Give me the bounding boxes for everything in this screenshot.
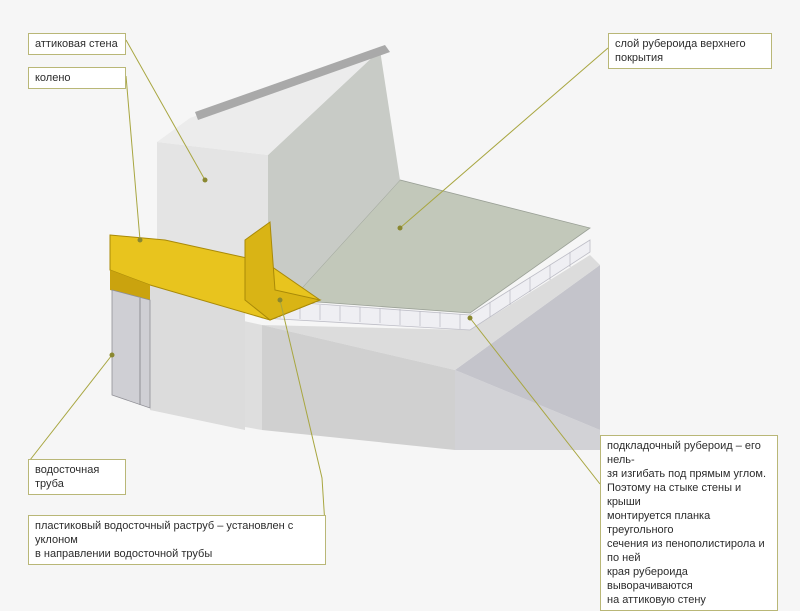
- base-slab-front: [455, 370, 600, 450]
- dot-knee: [137, 237, 143, 243]
- drainpipe-body: [111, 289, 151, 409]
- dot-attic-wall: [202, 177, 208, 183]
- dot-drainpipe: [109, 352, 115, 358]
- leader-lines: [29, 39, 609, 526]
- leader-attic-wall: [125, 39, 206, 181]
- leader-underlay: [469, 317, 601, 485]
- leader-drainpipe: [29, 354, 113, 461]
- insulation-hatch: [279, 252, 571, 329]
- parapet-top: [157, 50, 380, 155]
- lower-block-right: [262, 325, 455, 450]
- label-knee: колено: [28, 67, 126, 89]
- funnel-side: [244, 221, 322, 321]
- label-attic-wall: аттиковая стена: [28, 33, 126, 55]
- parapet-cap: [195, 45, 390, 120]
- roof-parapet-diagram: [29, 39, 609, 526]
- leader-knee: [125, 75, 141, 241]
- leader-top-membrane: [399, 47, 609, 229]
- base-slab-side: [455, 265, 600, 430]
- label-underlay: подкладочный рубероид – его нель- зя изг…: [600, 435, 778, 611]
- label-funnel: пластиковый водосточный раструб – устано…: [28, 515, 326, 565]
- parapet-side: [268, 50, 400, 300]
- label-drainpipe: водосточная труба: [28, 459, 126, 495]
- base-slab-top: [262, 255, 600, 370]
- leader-dots: [109, 177, 473, 358]
- parapet-lower-front: [150, 280, 245, 430]
- dot-top-membrane: [397, 225, 403, 231]
- dot-underlay: [467, 315, 473, 321]
- dot-funnel: [277, 297, 283, 303]
- label-top-membrane: слой рубероида верхнего покрытия: [608, 33, 772, 69]
- leader-funnel: [279, 299, 326, 526]
